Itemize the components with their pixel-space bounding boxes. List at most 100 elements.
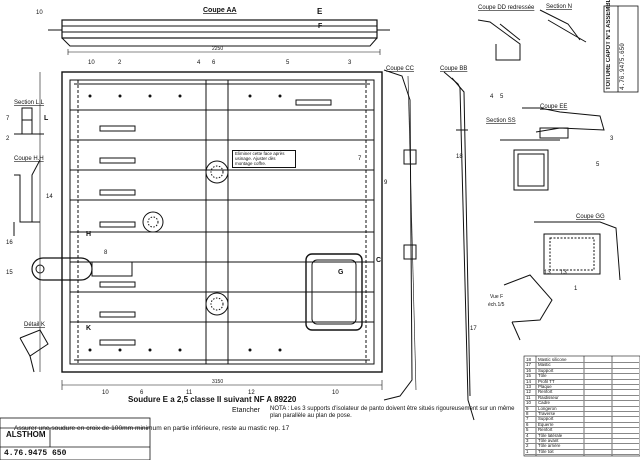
side-ref: 4.76.9475.650	[619, 43, 626, 90]
callout: 10	[102, 390, 109, 396]
parts-list-designation: Tôle toit	[538, 448, 554, 454]
section-ll-view	[14, 107, 44, 135]
callout: 16	[6, 240, 13, 246]
parts-list-designation: Tôle arrière	[538, 443, 561, 449]
parts-list-designation: Plaque	[538, 384, 552, 389]
callout: 3	[610, 136, 614, 142]
callout: 13	[560, 270, 567, 276]
main-plan-view	[39, 71, 383, 390]
section-ss-view	[500, 139, 560, 191]
callout: 6	[140, 390, 144, 396]
callout: 15	[6, 270, 13, 276]
etancher-note: Etancher	[232, 407, 261, 414]
label-coupe-cc: Coupe CC	[386, 66, 415, 72]
coupe-bb-view	[443, 71, 475, 421]
parts-list-rep: 9	[526, 405, 529, 411]
callout: 17	[470, 326, 477, 332]
detail-k-view	[19, 329, 49, 373]
callout: 12	[248, 390, 255, 396]
label-coupe-aa: Coupe AA	[203, 7, 237, 14]
left-rail-detail	[31, 257, 133, 281]
assurer-note: Assurer une soudure en croix de 100mm mi…	[14, 425, 290, 432]
callout: 10	[36, 10, 43, 16]
parts-list-rep: 13	[526, 384, 531, 389]
side-title: TOITURE CAPOT N°1 ASSEMBLE	[606, 0, 612, 90]
callout: 5	[286, 60, 290, 66]
parts-list-row: 13 Plaque	[525, 384, 639, 391]
label-coupe-bb: Coupe BB	[440, 66, 467, 72]
label-section-n: Section N	[546, 4, 572, 10]
parts-list-rep: 15	[526, 373, 531, 379]
callout: 4	[490, 94, 494, 100]
coupe-hh-view	[13, 159, 41, 236]
parts-list-designation: Equerre	[538, 421, 554, 427]
label-section-ss: Section SS	[486, 118, 516, 124]
parts-list-row: 12 Renfort	[525, 389, 639, 396]
parts-list-designation: Renfort	[538, 389, 553, 395]
callout: 2	[6, 136, 10, 142]
callout: 14	[46, 194, 53, 200]
callout: 9	[384, 180, 388, 186]
note-box-text: Eliminer cette face après usinage. Ajust…	[235, 151, 285, 166]
parts-list-designation: Mastic silicone	[538, 357, 567, 362]
parts-list-rep: 12	[526, 389, 531, 395]
parts-list-designation: Tôle avant	[538, 438, 559, 443]
note-box: Eliminer cette face après usinage. Ajust…	[232, 150, 296, 168]
callout: 1	[574, 286, 578, 292]
parts-list-rep: 4	[526, 432, 529, 438]
soudure-note: Soudure E a 2,5 classe II suivant NF A 8…	[128, 395, 297, 404]
coupe-cc-view	[383, 69, 417, 401]
parts-list-designation: Cadre	[538, 400, 550, 406]
label-coupe-hh: Coupe H.H	[14, 156, 44, 162]
section-marker: H	[86, 231, 91, 238]
parts-list-rep: 6	[526, 421, 529, 427]
nota-note: NOTA : Les 3 supports d'isolateur de pan…	[270, 406, 520, 420]
callout: 7	[358, 156, 362, 162]
parts-list-row: 7 Support	[525, 416, 639, 423]
parts-list-row: 18 Mastic silicone	[525, 357, 639, 364]
drawing-number: 4.76.9475 650	[4, 449, 67, 458]
parts-list-rep: 7	[526, 416, 529, 422]
parts-list-rep: 18	[526, 357, 531, 362]
parts-list-designation: Renfort	[538, 427, 553, 433]
label-coupe-ee: Coupe EE	[540, 104, 567, 110]
nota-text: NOTA : Les 3 supports d'isolateur de pan…	[270, 406, 515, 419]
parts-list-designation: Profil TT	[538, 378, 555, 384]
callout: 5	[596, 162, 600, 168]
parts-list-row: 4 Tôle latérale	[525, 433, 639, 439]
parts-list-designation: Longeron	[538, 405, 557, 411]
label-vue-f-scale: éch.1/5	[488, 302, 505, 308]
callout: 7	[6, 116, 10, 122]
side-title-strip	[603, 5, 639, 93]
parts-list-designation: Raidisseur	[538, 394, 559, 400]
coupe-aa-view	[48, 19, 390, 55]
callout: 11	[186, 390, 193, 396]
dimension: 2250	[212, 46, 223, 52]
callout: 6	[212, 60, 216, 66]
callout: 2	[118, 60, 122, 66]
parts-list-rep: 2	[526, 443, 529, 449]
parts-list-designation: Support	[538, 416, 554, 422]
callout: 18	[456, 154, 463, 160]
parts-list-designation: Tôle latérale	[538, 432, 563, 438]
coupe-dd-view	[477, 9, 587, 61]
vue-f-view	[503, 274, 553, 341]
section-marker: C	[376, 257, 381, 264]
callout: 3	[348, 60, 352, 66]
parts-list-rep: 8	[526, 411, 529, 416]
callout: 10	[88, 60, 95, 66]
callout: 13	[544, 270, 551, 276]
parts-list-designation: Mastic	[538, 362, 551, 368]
callout: 4	[197, 60, 201, 66]
section-marker: G	[338, 269, 344, 276]
